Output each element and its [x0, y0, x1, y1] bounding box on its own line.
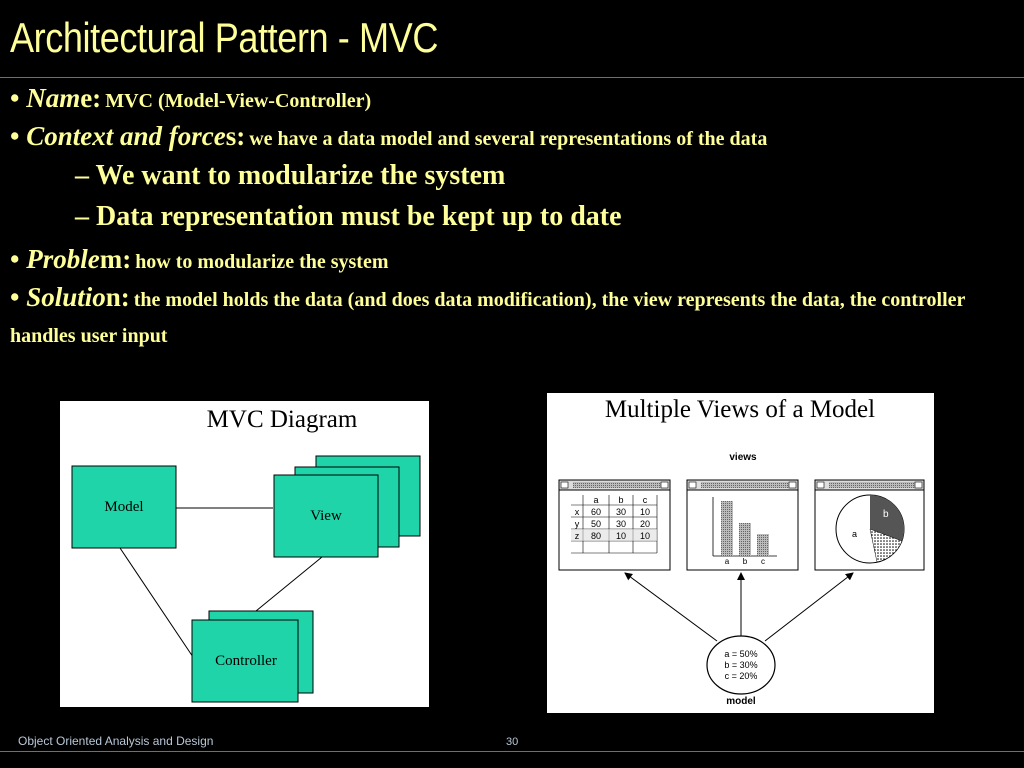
- footer-course: Object Oriented Analysis and Design: [18, 734, 214, 748]
- view-box: [273, 474, 379, 558]
- table-header-a: a: [593, 495, 598, 505]
- model-controller-connector: [119, 547, 194, 658]
- model-value-c: c = 20%: [725, 671, 758, 681]
- pie-label-a: a: [852, 529, 857, 539]
- bar-label-c: c: [761, 557, 765, 566]
- subpoint-up-to-date: – Data representation must be kept up to…: [75, 201, 622, 232]
- title-rule: [0, 77, 1024, 78]
- bullet-list: • Name: MVC (Model-View-Controller) • Co…: [10, 80, 1010, 355]
- controller-label: Controller: [215, 653, 277, 669]
- model-value-a: a = 50%: [724, 649, 757, 659]
- slide-title: Architectural Pattern - MVC: [10, 14, 438, 61]
- footer-rule: [0, 751, 1024, 752]
- table-cell: 10: [640, 531, 650, 541]
- model-box: [71, 465, 177, 549]
- table-cell: 10: [640, 507, 650, 517]
- model-label: Model: [104, 499, 143, 515]
- subpoint-modularize: – We want to modularize the system: [75, 160, 506, 191]
- multiple-views-diagram: Multiple Views of a Model views a b c x: [547, 393, 934, 713]
- table-cell: 80: [591, 531, 601, 541]
- arrow-to-pie: [764, 572, 854, 642]
- model-ellipse: [706, 635, 776, 695]
- page-number: 30: [506, 736, 519, 748]
- bullet-problem: • Problem: how to modularize the system: [10, 244, 389, 274]
- pie-slice-c: [869, 528, 903, 563]
- model-caption: model: [726, 696, 756, 707]
- table-cell: z: [575, 531, 580, 541]
- mvc-diagram: MVC Diagram Model View Controller: [60, 401, 429, 707]
- controller-box: [191, 619, 299, 703]
- table-cell: 30: [616, 507, 626, 517]
- model-value-b: b = 30%: [724, 660, 757, 670]
- table-header-c: c: [643, 495, 648, 505]
- pie-label-b: b: [883, 509, 889, 520]
- view-label: View: [310, 508, 342, 524]
- table-view-window: a b c x 60 30 10 y 50 30 20 z 80 10 10: [558, 479, 671, 571]
- bar-b: [739, 523, 751, 556]
- bar-c: [757, 534, 769, 556]
- bar-view-window: a b c: [686, 479, 799, 571]
- bar-label-b: b: [743, 557, 748, 566]
- table-cell: 20: [640, 519, 650, 529]
- view-controller-connector: [255, 556, 323, 612]
- table-cell: 50: [591, 519, 601, 529]
- pie-view-window: b a: [814, 479, 925, 571]
- table-cell: 10: [616, 531, 626, 541]
- bar-a: [721, 501, 733, 556]
- table-cell: 30: [616, 519, 626, 529]
- bullet-solution: • Solution: the model holds the data (an…: [10, 282, 966, 347]
- bar-label-a: a: [725, 557, 730, 566]
- views-diagram-title: Multiple Views of a Model: [605, 396, 875, 423]
- arrow-to-table: [624, 572, 718, 642]
- mvc-diagram-svg: MVC Diagram Model View Controller: [71, 406, 421, 703]
- views-label: views: [729, 452, 757, 463]
- bullet-context: • Context and forces: we have a data mod…: [10, 121, 768, 151]
- mvc-diagram-title: MVC Diagram: [207, 406, 358, 433]
- pie-slice-b: [870, 494, 905, 541]
- table-cell: 60: [591, 507, 601, 517]
- table-header-b: b: [618, 495, 623, 505]
- multiple-views-svg: Multiple Views of a Model views a b c x: [558, 396, 925, 707]
- table-cell: x: [575, 507, 580, 517]
- table-cell: y: [575, 519, 580, 529]
- bullet-name: • Name: MVC (Model-View-Controller): [10, 83, 372, 113]
